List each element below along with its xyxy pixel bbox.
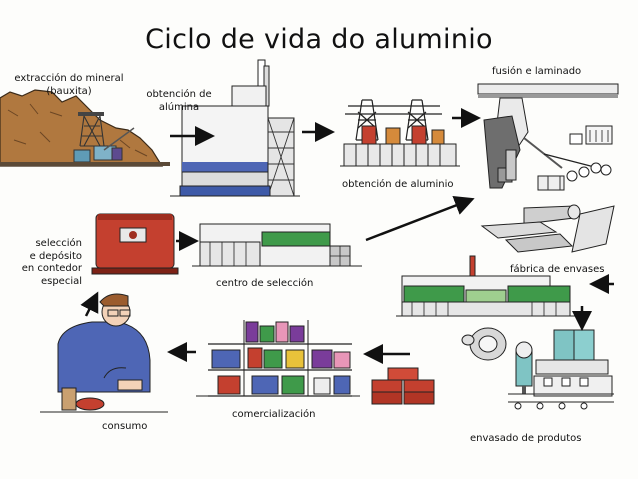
can-factory-icon <box>396 255 576 317</box>
label-seleccion: centro de selección <box>216 278 314 289</box>
recycling-bin-icon <box>91 213 179 275</box>
label-deposito-line3: en contedor <box>21 263 82 274</box>
label-consumo: consumo <box>102 421 148 432</box>
arrow-icon <box>365 196 475 242</box>
label-envases: fábrica de envases <box>510 264 605 275</box>
product-boxes-icon <box>371 367 435 405</box>
label-deposito-line1: selección <box>35 238 82 249</box>
label-extraccion: extracción do mineral (bauxita) <box>6 73 132 98</box>
label-extraccion-line1: extracción do mineral <box>14 73 124 84</box>
refinery-icon <box>170 59 300 197</box>
label-fusion: fusión e laminado <box>492 66 582 77</box>
label-deposito-line2: e depósito <box>29 250 82 262</box>
label-envasado: envasado de produtos <box>470 433 582 444</box>
person-drinking-icon <box>40 293 168 413</box>
label-alumina: obtención de alúmina <box>144 89 214 114</box>
label-deposito-line4: especial <box>40 275 82 287</box>
diagram-title: Ciclo de vida do aluminio <box>145 24 493 55</box>
label-alumina-line2: alúmina <box>158 101 200 113</box>
label-alumina-line1: obtención de <box>146 89 212 100</box>
arrow-icon <box>80 291 99 317</box>
label-aluminio: obtención de aluminio <box>342 179 454 190</box>
label-comercializacion: comercialización <box>232 409 316 420</box>
mine-icon <box>0 89 170 167</box>
smelter-icon <box>340 99 460 167</box>
label-extraccion-line2: (bauxita) <box>46 85 92 97</box>
cycle-arrows <box>80 108 614 364</box>
store-shelves-icon <box>196 320 360 397</box>
sorting-center-icon <box>192 223 362 267</box>
aluminium-sheets-icon <box>480 204 615 253</box>
bottling-icon <box>508 329 614 410</box>
label-deposito: selección e depósito en contedor especia… <box>4 238 82 288</box>
rolling-mill-icon <box>477 83 619 191</box>
cans-icon <box>461 327 507 361</box>
